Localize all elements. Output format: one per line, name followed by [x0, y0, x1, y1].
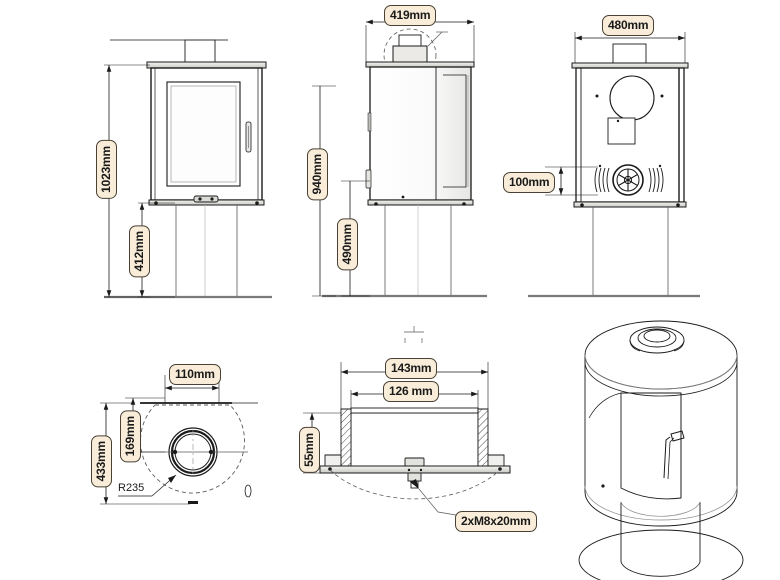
rear-top-plate — [571, 62, 689, 69]
dim-label-plan-radius: R235 — [118, 482, 145, 494]
rear-pedestal — [592, 207, 669, 296]
detail-body-arc — [329, 469, 501, 500]
dim-label-fastener-callout: 2xM8x20mm — [455, 511, 537, 532]
detail-wall-right — [477, 408, 489, 467]
side-body — [365, 66, 472, 201]
dim-label-height-pedestal: 412mm — [129, 225, 150, 278]
front-pedestal — [175, 205, 238, 297]
iso-foot — [578, 529, 744, 580]
side-pedestal — [384, 205, 452, 296]
isometric-view — [578, 320, 744, 580]
detail-section-view — [303, 326, 511, 521]
detail-wall-left — [340, 408, 352, 467]
side-base-plate — [367, 199, 474, 206]
detail-flange — [319, 454, 511, 474]
dim-label-height-flue-top: 940mm — [307, 148, 328, 201]
dim-label-height-total: 1023mm — [96, 140, 117, 199]
dim-label-height-body-base: 490mm — [337, 218, 358, 271]
dim-label-depth-total: 419mm — [384, 5, 437, 26]
dim-label-flue-offset-width: 110mm — [169, 364, 221, 385]
rear-view — [528, 32, 700, 298]
iso-flue-inner — [643, 329, 671, 343]
dim-label-fan-height: 100mm — [503, 172, 556, 193]
front-top-plate — [146, 61, 267, 69]
side-detail-bubble — [383, 28, 448, 82]
rear-vent-right — [648, 167, 664, 193]
iso-flue-mid — [637, 328, 677, 348]
rear-access-panel — [607, 117, 636, 145]
rear-fan — [612, 164, 644, 196]
front-view — [104, 39, 272, 299]
dim-label-width-total: 480mm — [602, 15, 655, 36]
front-base-plate — [148, 195, 265, 206]
iso-top-back-curve — [584, 354, 738, 390]
front-flue-stub — [110, 39, 228, 63]
iso-bottom-curve — [584, 491, 738, 527]
iso-top-thickness — [584, 361, 738, 397]
dim-label-collar-inner: 126 mm — [383, 381, 439, 402]
detail-collar-body — [340, 407, 489, 467]
rear-base-plate — [573, 201, 687, 208]
rear-body — [575, 67, 685, 203]
iso-door-handle — [663, 430, 685, 480]
rear-vent-left — [594, 167, 610, 193]
dim-label-flue-offset-depth: 169mm — [120, 410, 141, 463]
iso-pedestal-bottom — [620, 561, 701, 577]
side-top-plate — [365, 61, 475, 68]
dim-label-collar-height: 55mm — [299, 427, 320, 473]
plan-view — [100, 375, 258, 505]
dim-label-plan-depth: 433mm — [91, 435, 112, 488]
front-body — [150, 67, 263, 201]
iso-top-plate — [584, 320, 738, 390]
dim-label-collar-outer: 143mm — [385, 358, 438, 379]
rear-flue-stub — [612, 43, 647, 64]
iso-door — [620, 392, 682, 500]
